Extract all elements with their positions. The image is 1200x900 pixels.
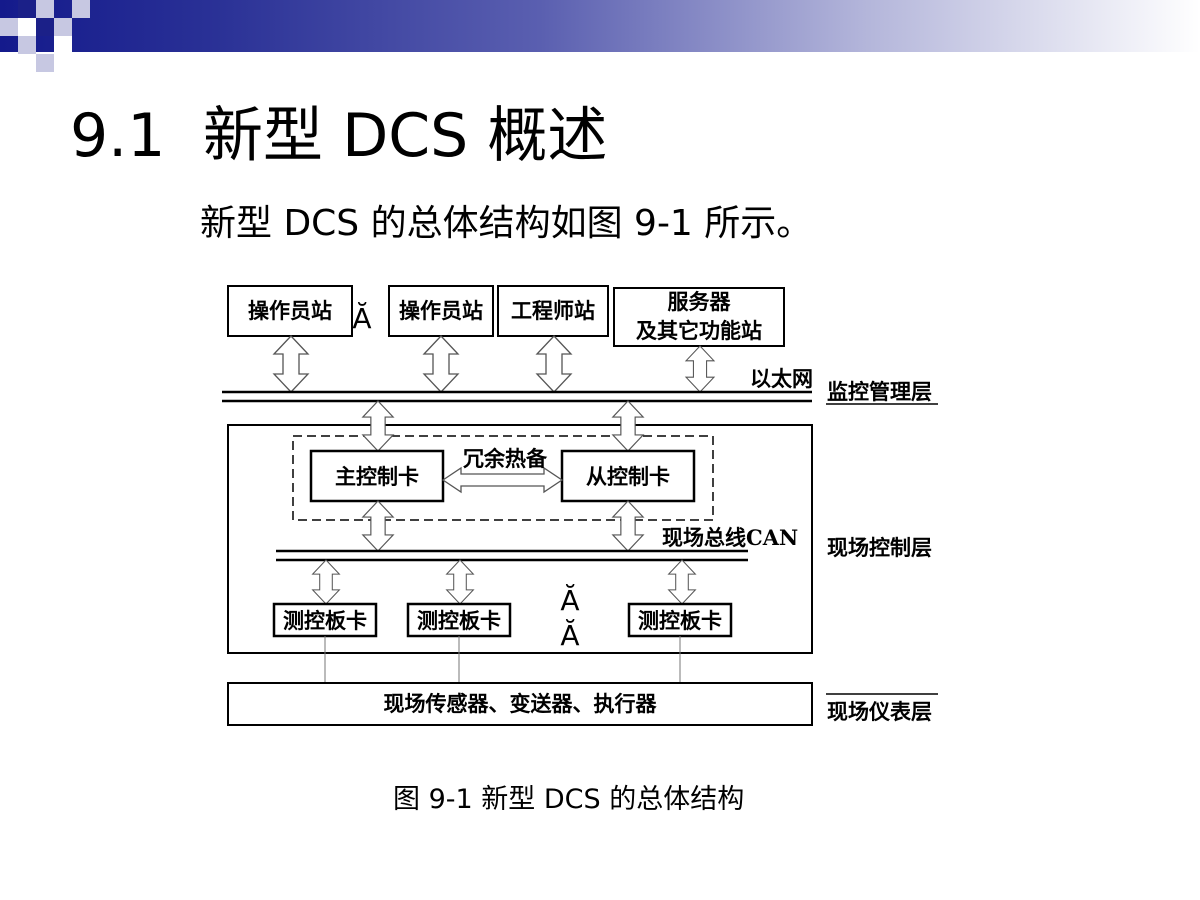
- server-station-box: [613, 287, 785, 347]
- operator-station-1-label: 操作员站: [248, 298, 332, 323]
- deco-square: [18, 36, 36, 54]
- deco-square: [18, 18, 36, 36]
- redundancy-dashed-box: [292, 435, 714, 521]
- engineer-arrow: [536, 335, 572, 393]
- main-control-card-label: 主控制卡: [335, 464, 419, 489]
- header-band: [0, 0, 1200, 52]
- engineer-station-label: 工程师站: [511, 298, 595, 323]
- title-number: 9.1: [70, 101, 166, 171]
- title-text: 新型 DCS 概述: [203, 101, 608, 171]
- ellipsis-glyph: Ă: [352, 301, 371, 335]
- io-card-2-label: 测控板卡: [417, 608, 501, 633]
- deco-square: [36, 18, 54, 36]
- io-card-3-box: [627, 602, 733, 638]
- ellipsis-glyph-lower: Ă: [560, 618, 579, 652]
- station-2-arrow: [423, 335, 459, 393]
- page-title: 9.1 新型 DCS 概述: [70, 96, 607, 176]
- figure-caption: 图 9-1 新型 DCS 的总体结构: [393, 784, 745, 815]
- deco-square: [72, 0, 90, 18]
- deco-square: [18, 0, 36, 18]
- io-card-2-box: [406, 602, 512, 638]
- redundancy-arrow: [441, 466, 564, 494]
- deco-square: [36, 0, 54, 18]
- ethernet-label: 以太网: [750, 366, 813, 391]
- field-devices-label: 现场传感器、变送器、执行器: [384, 691, 658, 716]
- deco-square: [54, 18, 72, 36]
- operator-station-2-box: [388, 285, 494, 337]
- field-devices-box: [227, 682, 813, 726]
- redundancy-label: 冗余热备: [463, 446, 548, 471]
- engineer-station-box: [497, 285, 609, 337]
- operator-station-2-label: 操作员站: [399, 298, 483, 323]
- server-arrow: [685, 345, 715, 393]
- subtitle: 新型 DCS 的总体结构如图 9-1 所示。: [200, 203, 813, 244]
- operator-station-1-box: [227, 285, 353, 337]
- ellipsis-glyph-upper: Ă: [560, 583, 579, 617]
- deco-square: [36, 54, 54, 72]
- deco-square: [54, 36, 72, 54]
- main-control-card-box: [309, 449, 445, 503]
- server-label-line2: 及其它功能站: [636, 318, 762, 343]
- can-bus-label: 现场总线CAN: [662, 525, 798, 550]
- sub-control-card-label: 从控制卡: [586, 464, 670, 489]
- deco-square: [0, 18, 18, 36]
- layer-supervisory-label: 监控管理层: [827, 379, 932, 404]
- server-label-line1: 服务器: [668, 289, 732, 314]
- layer-field-instrument-label: 现场仪表层: [827, 699, 932, 724]
- io-card-1-label: 测控板卡: [283, 608, 367, 633]
- layer-field-control-label: 现场控制层: [827, 535, 932, 560]
- io-card-3-label: 测控板卡: [638, 608, 722, 633]
- station-1-arrow: [273, 335, 309, 393]
